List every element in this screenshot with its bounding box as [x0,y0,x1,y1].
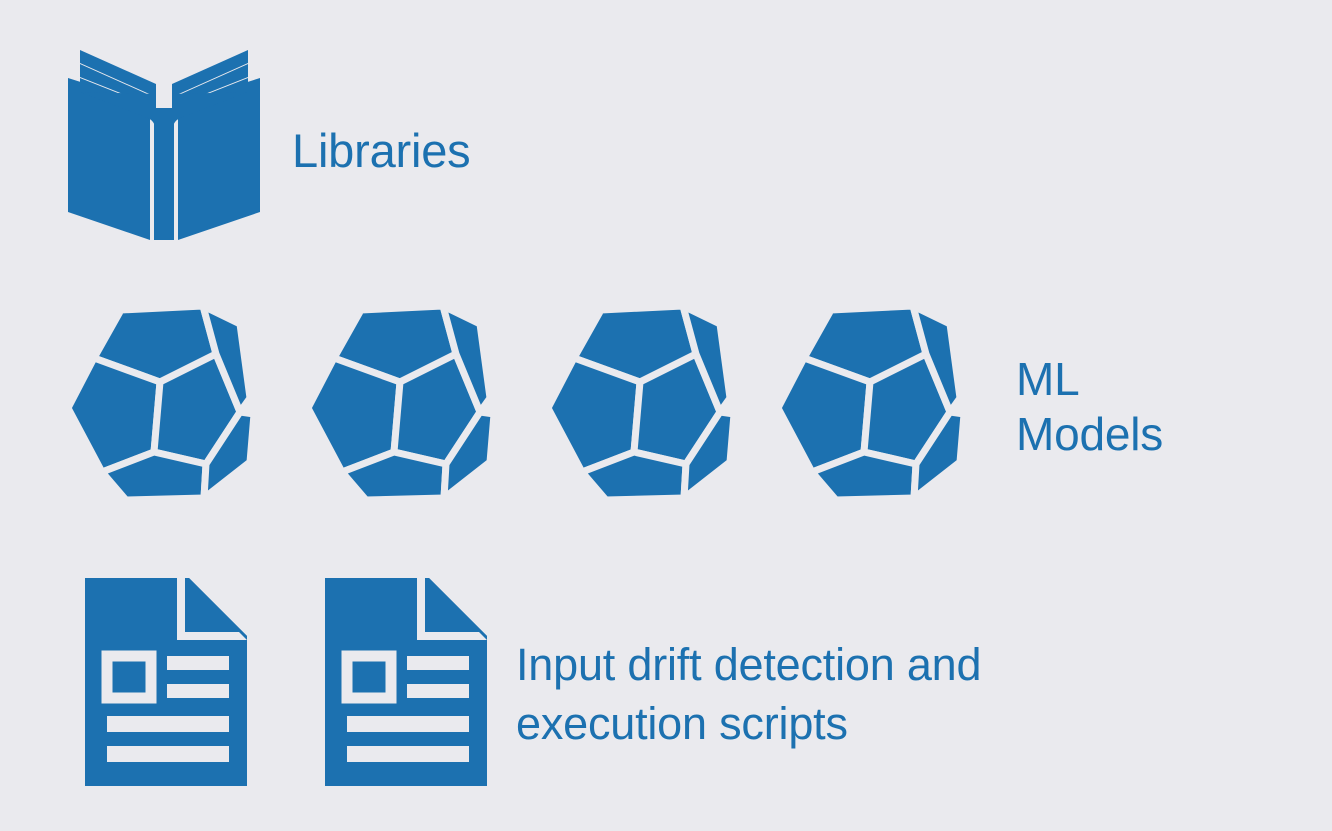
scripts-label: Input drift detection and execution scri… [516,639,982,749]
dodecahedron-icon [774,302,976,502]
open-book-icon [64,46,264,240]
document-icon [85,578,247,786]
dodecahedron-icon [304,302,506,502]
document-icon [325,578,487,786]
ml-models-label: ML Models [1016,353,1164,460]
dodecahedron-icon [64,302,266,502]
dodecahedron-icon [544,302,746,502]
libraries-label: Libraries [292,124,471,177]
